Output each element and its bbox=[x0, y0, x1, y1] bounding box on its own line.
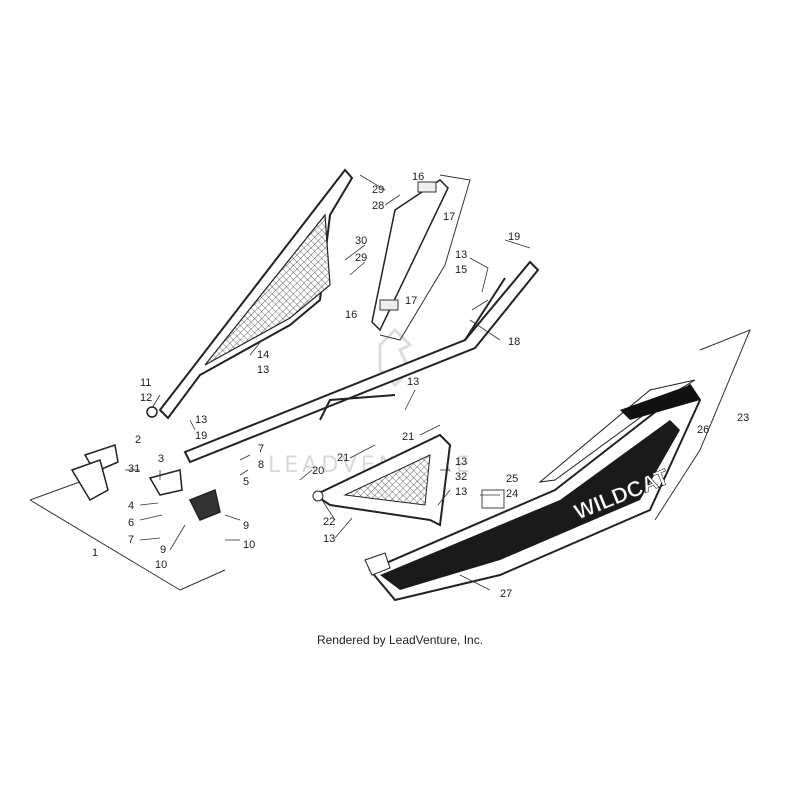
callout-13a: 13 bbox=[195, 414, 207, 426]
callout-13c: 13 bbox=[455, 249, 467, 261]
callout-29a: 29 bbox=[372, 184, 384, 196]
side-tube bbox=[183, 260, 540, 464]
render-credit: Rendered by LeadVenture, Inc. bbox=[316, 633, 484, 647]
callout-2: 2 bbox=[135, 434, 141, 446]
callout-19b: 19 bbox=[195, 430, 207, 442]
callout-9a: 9 bbox=[160, 544, 166, 556]
callout-7b: 7 bbox=[258, 443, 264, 455]
callout-15: 15 bbox=[455, 264, 467, 276]
callout-18: 18 bbox=[508, 336, 520, 348]
callout-21b: 21 bbox=[402, 431, 414, 443]
callout-13d: 13 bbox=[407, 376, 419, 388]
upper-frame-left bbox=[146, 168, 354, 420]
callout-21a: 21 bbox=[337, 452, 349, 464]
callout-12: 12 bbox=[140, 392, 152, 404]
callout-28: 28 bbox=[372, 200, 384, 212]
callout-3: 3 bbox=[158, 453, 164, 465]
callout-29b: 29 bbox=[355, 252, 367, 264]
callout-25: 25 bbox=[506, 473, 518, 485]
callout-9b: 9 bbox=[243, 520, 249, 532]
callout-13g: 13 bbox=[323, 533, 335, 545]
callout-22: 22 bbox=[323, 516, 335, 528]
callout-13b: 13 bbox=[257, 364, 269, 376]
callout-13f: 13 bbox=[455, 486, 467, 498]
leader-lines bbox=[125, 174, 531, 591]
callout-23: 23 bbox=[737, 412, 749, 424]
callout-24: 24 bbox=[506, 488, 518, 500]
callout-27: 27 bbox=[500, 588, 512, 600]
door-strip bbox=[371, 179, 449, 332]
callout-19a: 19 bbox=[508, 231, 520, 243]
callout-13e: 13 bbox=[455, 456, 467, 468]
callout-4: 4 bbox=[128, 500, 134, 512]
callout-17b: 17 bbox=[405, 295, 417, 307]
callout-30: 30 bbox=[355, 235, 367, 247]
callout-10a: 10 bbox=[155, 559, 167, 571]
left-brackets bbox=[70, 444, 221, 521]
side-panel: WILDCAT bbox=[364, 379, 702, 602]
callout-1: 1 bbox=[92, 547, 98, 559]
callout-32: 32 bbox=[455, 471, 467, 483]
callout-11: 11 bbox=[140, 377, 151, 389]
lower-frame bbox=[312, 433, 452, 527]
callout-8: 8 bbox=[258, 459, 264, 471]
callout-10b: 10 bbox=[243, 539, 255, 551]
callout-14: 14 bbox=[257, 349, 269, 361]
group-brackets bbox=[29, 174, 751, 591]
callout-16a: 16 bbox=[412, 171, 424, 183]
callout-17a: 17 bbox=[443, 211, 455, 223]
callouts: 1 2 3 4 5 6 7 7 8 9 9 10 10 11 12 13 13 … bbox=[92, 171, 749, 600]
callout-16b: 16 bbox=[345, 309, 357, 321]
callout-7a: 7 bbox=[128, 534, 134, 546]
callout-6: 6 bbox=[128, 517, 134, 529]
callout-20: 20 bbox=[312, 465, 324, 477]
callout-26: 26 bbox=[697, 424, 709, 436]
callout-5: 5 bbox=[243, 476, 249, 488]
callout-31: 31 bbox=[128, 463, 140, 475]
label-plate bbox=[481, 489, 505, 509]
